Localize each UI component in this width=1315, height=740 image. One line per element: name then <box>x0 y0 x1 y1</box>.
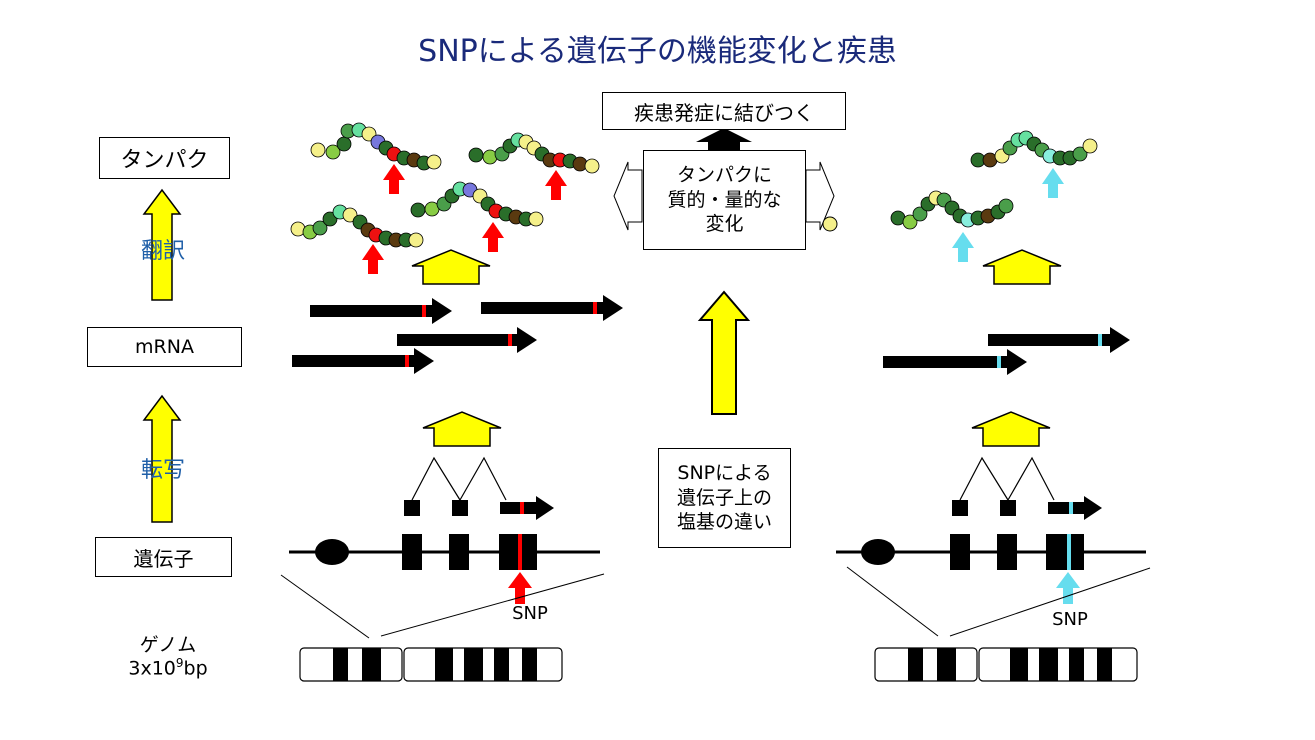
bead <box>310 142 326 158</box>
hollow-arrow-left <box>613 161 643 231</box>
bead <box>312 220 328 236</box>
genome-size-suffix: bp <box>183 657 208 680</box>
gene-level-label: 遺伝子 <box>133 546 194 571</box>
snp-difference-label: SNPによる 遺伝子上の 塩基の違い <box>676 461 772 534</box>
chromosome-right <box>874 647 1138 682</box>
snp-label-right: SNP <box>1052 609 1088 630</box>
bead <box>902 214 918 230</box>
snp-arrows-protein-left <box>362 164 567 274</box>
hollow-arrow-right <box>805 161 835 231</box>
bead <box>336 136 352 152</box>
protein-strands-right <box>890 130 1098 230</box>
genome-size: 3x109bp <box>108 656 228 679</box>
protein-level-box: タンパク <box>99 137 230 179</box>
bead <box>912 206 928 222</box>
protein-level-label: タンパク <box>120 148 209 173</box>
bead <box>584 158 600 174</box>
page-title: SNPによる遺伝子の機能変化と疾患 <box>418 34 897 69</box>
disease-onset-label: 疾患発症に結びつく <box>634 100 814 125</box>
chromosome-left <box>299 647 563 682</box>
bead <box>426 154 442 170</box>
bead <box>410 202 426 218</box>
translation-label: 翻訳 <box>140 239 185 264</box>
snp-difference-box: SNPによる 遺伝子上の 塩基の違い <box>658 448 791 548</box>
genome-size-prefix: 3x10 <box>128 657 176 680</box>
gene-structure-right <box>836 456 1151 637</box>
genome-label: ゲノム <box>139 634 197 656</box>
snp-arrows-protein-right <box>952 168 1064 262</box>
gene-level-box: 遺伝子 <box>95 537 232 577</box>
mrna-arrows-left <box>292 295 623 374</box>
center-up-arrow <box>697 290 751 415</box>
mrna-arrows-right <box>883 327 1130 375</box>
bead <box>528 211 544 227</box>
protein-change-label: タンパクに 質的・量的な 変化 <box>667 163 782 236</box>
snp-label-left: SNP <box>512 603 548 624</box>
gene-structure-left <box>280 456 605 639</box>
house-arrow-transcription-left <box>422 411 502 447</box>
bead <box>998 198 1014 214</box>
bead <box>408 232 424 248</box>
protein-strands-left <box>290 122 600 248</box>
protein-change-box: タンパクに 質的・量的な 変化 <box>643 150 806 250</box>
translation-arrow <box>142 188 182 301</box>
protein-to-disease-arrow <box>696 128 752 150</box>
transcription-arrow <box>142 394 182 523</box>
disease-onset-box: 疾患発症に結びつく <box>602 92 846 130</box>
mrna-level-box: mRNA <box>87 327 242 367</box>
house-arrow-translation-left <box>411 249 491 285</box>
house-arrow-transcription-right <box>971 411 1051 447</box>
mrna-level-label: mRNA <box>135 336 194 358</box>
bead <box>325 144 341 160</box>
genome-size-exp: 9 <box>175 656 184 670</box>
bead <box>468 147 484 163</box>
bead <box>1072 146 1088 162</box>
bead <box>1082 138 1098 154</box>
transcription-label: 転写 <box>140 458 185 483</box>
house-arrow-translation-right <box>982 249 1062 285</box>
bead-isolated <box>822 216 838 232</box>
